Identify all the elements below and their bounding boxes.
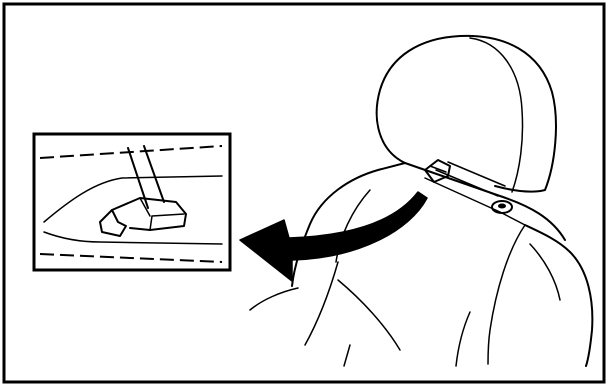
detail-inset	[34, 134, 230, 270]
